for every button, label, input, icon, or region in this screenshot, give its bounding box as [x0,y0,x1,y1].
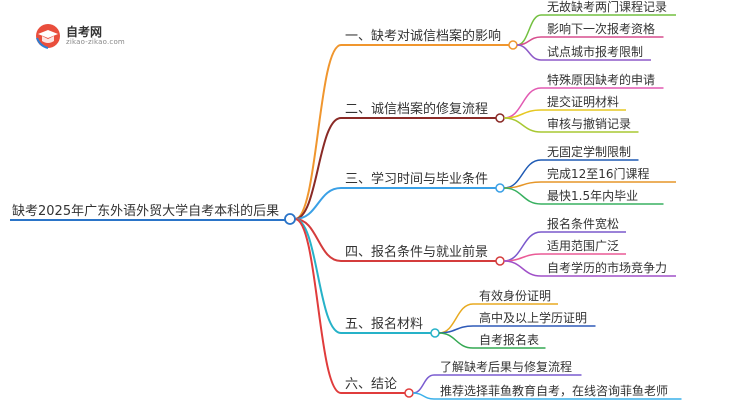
logo-graduation-cap-icon [36,24,60,49]
branch-2-node [495,113,505,123]
leaf-3-3: 最快1.5年内毕业 [547,189,638,203]
branch-connector-1 [294,44,342,220]
leaf-2-2: 提交证明材料 [547,94,619,109]
branch-4-node [495,256,505,266]
branch-3-label: 三、学习时间与毕业条件 [345,171,488,187]
branch-connector-5 [294,218,342,334]
leaf-4-1: 报名条件宽松 [547,216,619,231]
leaf-connector-5-3 [438,332,474,349]
leaf-connector-4-2 [503,253,542,262]
leaf-connector-3-3 [503,187,542,205]
branch-connector-6 [294,218,342,394]
branch-1-label: 一、缺考对诚信档案的影响 [345,28,501,44]
branch-1-node [508,40,518,50]
leaf-6-1: 了解缺考后果与修复流程 [440,359,572,374]
branch-3-node [495,183,505,193]
leaf-connector-6-1 [412,374,435,394]
logo-domain: zikao-zikao.com [66,38,125,46]
logo: 自考网 zikao-zikao.com [34,22,154,50]
leaf-5-3: 自考报名表 [479,332,539,347]
leaf-2-1: 特殊原因缺考的申请 [547,72,655,87]
branch-4-label: 四、报名条件与就业前景 [345,244,488,260]
leaf-1-2: 影响下一次报考资格 [547,21,655,36]
leaf-connector-3-2 [503,181,542,189]
leaf-5-2: 高中及以上学历证明 [479,310,587,325]
leaf-6-2: 推荐选择菲鱼教育自考，在线咨询菲鱼老师 [440,383,668,398]
root-node [284,213,296,225]
leaf-connector-4-3 [503,260,542,277]
leaf-connector-5-2 [438,325,474,334]
leaf-5-1: 有效身份证明 [479,288,551,303]
branch-connector-4 [294,218,342,262]
branch-2-label: 二、诚信档案的修复流程 [345,101,488,117]
root-topic: 缺考2025年广东外语外贸大学自考本科的后果 [12,203,279,219]
branch-connector-3 [294,187,342,220]
leaf-connector-1-3 [516,44,542,61]
branch-5-label: 五、报名材料 [345,316,423,332]
leaf-1-3: 试点城市报考限制 [547,44,643,59]
leaf-connector-6-2 [412,392,435,400]
logo-name: 自考网 [66,25,103,39]
branch-6-node [404,388,414,398]
leaf-4-3: 自考学历的市场竞争力 [547,260,667,275]
leaf-1-1: 无故缺考两门课程记录 [547,0,667,14]
leaf-2-3: 审核与撤销记录 [547,116,631,131]
leaf-connector-3-1 [503,159,542,189]
branch-5-node [430,328,440,338]
leaf-connector-5-1 [438,303,474,334]
leaf-3-1: 无固定学制限制 [547,144,631,159]
branch-6-label: 六、结论 [345,377,397,392]
branch-connector-2 [294,117,342,220]
leaf-connector-4-1 [503,231,542,262]
leaf-connector-2-3 [503,117,542,133]
leaf-4-2: 适用范围广泛 [547,239,619,253]
leaf-3-2: 完成12至16门课程 [547,166,650,181]
